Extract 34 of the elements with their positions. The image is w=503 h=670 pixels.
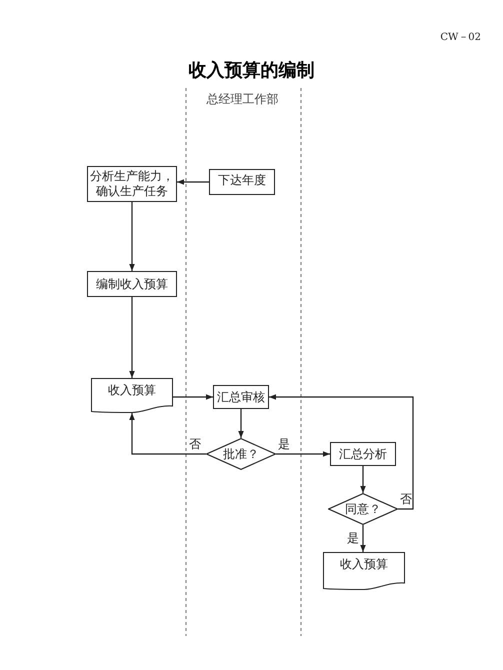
arrow <box>276 451 330 457</box>
node-label: 汇总分析 <box>339 446 387 462</box>
process-box <box>87 271 177 297</box>
document-code: CW－02 <box>440 31 481 45</box>
process-box <box>213 385 269 409</box>
arrow <box>238 409 244 438</box>
node-label: 同意？ <box>345 502 381 516</box>
arrow <box>129 413 206 455</box>
process-box <box>330 442 396 466</box>
node-label: 分析生产能力，确认生产任务 <box>90 169 174 199</box>
arrow <box>360 466 366 493</box>
node-label: 汇总审核 <box>217 390 265 404</box>
decision-diamond <box>328 493 398 525</box>
document-shape <box>323 552 405 590</box>
arrow <box>129 202 135 271</box>
document-shape <box>91 378 173 413</box>
arrow <box>269 394 414 510</box>
node-label: 收入预算 <box>340 557 388 572</box>
node-label: 下达年度 <box>218 173 266 188</box>
edge-label: 否 <box>400 492 412 506</box>
arrow <box>173 394 213 400</box>
arrow <box>360 525 366 552</box>
decision-diamond <box>206 438 276 470</box>
arrow <box>177 179 209 185</box>
edge-label: 是 <box>278 437 290 451</box>
node-label: 批准？ <box>223 446 259 462</box>
arrow <box>129 297 135 378</box>
lane-header: 总经理工作部 <box>206 91 280 108</box>
node-label: 编制收入预算 <box>96 276 168 292</box>
title: 收入预算的编制 <box>188 60 316 82</box>
edge-label: 是 <box>347 531 359 545</box>
process-box <box>209 169 275 195</box>
edge-label: 否 <box>189 437 201 451</box>
node-label: 收入预算 <box>108 383 156 398</box>
